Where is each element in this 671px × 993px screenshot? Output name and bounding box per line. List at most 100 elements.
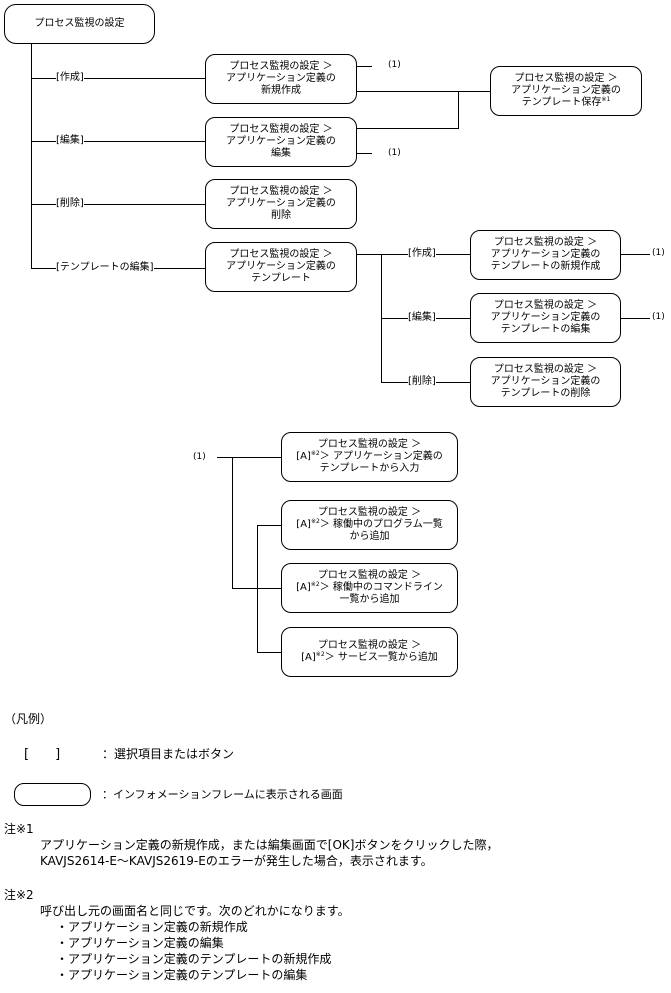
sub-box3-line3: 一覧から追加 [339, 594, 400, 605]
note1-title: 注※1 [4, 822, 34, 836]
sub-connector-b2 [257, 525, 282, 526]
sub-box3-line2-text: ＞ 稼働中のコマンドライン [319, 582, 443, 593]
template-branch-label-delete: [削除] [408, 376, 436, 388]
sub-connector-b4 [257, 652, 282, 653]
sub-box2-line3: から追加 [349, 531, 390, 542]
sub-box-running-programs: プロセス監視の設定 ＞ [A]※2＞ 稼働中のプログラム一覧 から追加 [281, 500, 458, 550]
connector-create [31, 78, 206, 79]
ref-marker-tedit: (1) [652, 312, 665, 322]
root-screen-label: プロセス監視の設定 [34, 18, 125, 29]
note2-item: ・アプリケーション定義のテンプレートの編集 [56, 968, 308, 982]
sub-box1-a: [A] [296, 451, 311, 462]
screen-create-line1: プロセス監視の設定 ＞ [229, 61, 333, 72]
sub-box2-mark: ※2 [310, 518, 320, 525]
note2-line1: 呼び出し元の画面名と同じです。次のどれかになります。 [40, 904, 350, 918]
root-trunk-line [31, 43, 32, 269]
screen-tcreate-line1: プロセス監視の設定 ＞ [493, 237, 598, 248]
sub-box4-line2: [A]※2＞ サービス一覧から追加 [301, 652, 438, 664]
template-branch-label-create: [作成] [408, 248, 436, 260]
screen-save-line1: プロセス監視の設定 ＞ [514, 73, 618, 84]
screen-save-line2: アプリケーション定義の [511, 85, 621, 96]
screen-template-line3: テンプレート [251, 273, 311, 284]
sub-box-service-list: プロセス監視の設定 ＞ [A]※2＞ サービス一覧から追加 [281, 627, 458, 677]
note2-item: ・アプリケーション定義のテンプレートの新規作成 [56, 952, 332, 966]
note2-item: ・アプリケーション定義の編集 [56, 936, 224, 950]
template-branch-label-edit: [編集] [408, 312, 436, 324]
sub-box3-mark: ※2 [310, 581, 320, 588]
sub-ref-marker: (1) [193, 452, 206, 462]
sub-trunk-line [232, 457, 233, 588]
branch-label-delete: [削除] [56, 198, 84, 210]
screen-edit-box: プロセス監視の設定 ＞ アプリケーション定義の 編集 [205, 117, 357, 167]
sub-box4-line1: プロセス監視の設定 ＞ [317, 640, 422, 651]
screen-create-line2: アプリケーション定義の [226, 73, 336, 84]
note1-line1: アプリケーション定義の新規作成，または編集画面で[OK]ボタンをクリックした際， [40, 838, 499, 852]
connector-create-ref [356, 66, 372, 67]
screen-create-line3: 新規作成 [261, 85, 301, 96]
screen-tdelete-line2: アプリケーション定義の [490, 376, 601, 387]
note2-title: 注※2 [4, 888, 34, 902]
sub-loop-line [257, 525, 258, 652]
connector-tedit-ref [620, 318, 650, 319]
screen-edit-line1: プロセス監視の設定 ＞ [229, 124, 333, 135]
sub-box4-mark: ※2 [315, 651, 325, 658]
sub-box2-a: [A] [296, 519, 311, 530]
sub-box1-line2: [A]※2＞ アプリケーション定義の [296, 451, 443, 463]
screen-create-box: プロセス監視の設定 ＞ アプリケーション定義の 新規作成 [205, 54, 357, 104]
sub-box3-line2: [A]※2＞ 稼働中のコマンドライン [296, 582, 443, 594]
screen-template-box: プロセス監視の設定 ＞ アプリケーション定義の テンプレート [205, 242, 357, 292]
connector-tcreate-ref [620, 254, 650, 255]
screen-edit-line2: アプリケーション定義の [226, 136, 336, 147]
screen-tcreate-line2: アプリケーション定義の [490, 249, 601, 260]
sub-box-template-input: プロセス監視の設定 ＞ [A]※2＞ アプリケーション定義の テンプレートから入… [281, 432, 458, 482]
sub-box1-line1: プロセス監視の設定 ＞ [317, 439, 422, 450]
screen-tedit-box: プロセス監視の設定 ＞ アプリケーション定義の テンプレートの編集 [470, 293, 621, 343]
screen-delete-line2: アプリケーション定義の [226, 198, 336, 209]
sub-box4-line2-text: ＞ サービス一覧から追加 [324, 652, 438, 663]
screen-save-line3-text: テンプレート保存 [521, 97, 602, 108]
connector-save-vertical [458, 91, 459, 129]
screen-tcreate-box: プロセス監視の設定 ＞ アプリケーション定義の テンプレートの新規作成 [470, 230, 621, 280]
screen-tdelete-line1: プロセス監視の設定 ＞ [493, 364, 598, 375]
screen-delete-line3: 削除 [271, 210, 291, 221]
screen-tedit-line3: テンプレートの編集 [500, 324, 591, 335]
connector-edit [31, 141, 206, 142]
ref-marker-edit: (1) [388, 148, 401, 158]
screen-delete-line1: プロセス監視の設定 ＞ [229, 186, 333, 197]
connector-create-save [356, 91, 491, 92]
sub-box1-line2-text: ＞ アプリケーション定義の [319, 451, 443, 462]
note1-line2: KAVJS2614-E～KAVJS2619-Eのエラーが発生した場合，表示されま… [40, 854, 433, 868]
sub-box2-line2-text: ＞ 稼働中のプログラム一覧 [319, 519, 443, 530]
screen-tdelete-box: プロセス監視の設定 ＞ アプリケーション定義の テンプレートの削除 [470, 357, 621, 407]
sub-box3-line1: プロセス監視の設定 ＞ [317, 570, 422, 581]
screen-template-line1: プロセス監視の設定 ＞ [229, 249, 333, 260]
sub-box4-a: [A] [301, 652, 316, 663]
branch-label-edit: [編集] [56, 135, 84, 147]
screen-delete-box: プロセス監視の設定 ＞ アプリケーション定義の 削除 [205, 179, 357, 229]
screen-edit-line3: 編集 [271, 148, 291, 159]
screen-tdelete-line3: テンプレートの削除 [500, 388, 591, 399]
sub-box2-line1: プロセス監視の設定 ＞ [317, 507, 422, 518]
screen-tcreate-line3: テンプレートの新規作成 [490, 261, 601, 272]
legend-title: （凡例） [4, 712, 53, 726]
legend-box-sample [14, 783, 91, 806]
screen-save-line3: テンプレート保存※1 [522, 97, 611, 109]
sub-connector-top [217, 457, 282, 458]
legend-bracket-symbol: [ ] [24, 747, 61, 762]
connector-delete [31, 204, 206, 205]
ref-marker-tcreate: (1) [652, 248, 665, 258]
note2-item: ・アプリケーション定義の新規作成 [56, 920, 248, 934]
branch-label-create: [作成] [56, 72, 84, 84]
sub-box2-line2: [A]※2＞ 稼働中のプログラム一覧 [296, 519, 442, 531]
sub-box1-mark: ※2 [310, 450, 320, 457]
screen-tedit-line2: アプリケーション定義の [490, 312, 601, 323]
connector-edit-save [356, 128, 458, 129]
screen-template-line2: アプリケーション定義の [226, 261, 336, 272]
screen-tedit-line1: プロセス監視の設定 ＞ [493, 300, 598, 311]
screen-save-note-mark: ※1 [601, 96, 611, 103]
root-screen-box: プロセス監視の設定 [4, 4, 155, 44]
sub-box-running-commands: プロセス監視の設定 ＞ [A]※2＞ 稼働中のコマンドライン 一覧から追加 [281, 563, 458, 613]
legend-bracket-desc: ：選択項目またはボタン [102, 747, 235, 761]
ref-marker-create: (1) [388, 60, 401, 70]
screen-save-box: プロセス監視の設定 ＞ アプリケーション定義の テンプレート保存※1 [490, 66, 642, 116]
